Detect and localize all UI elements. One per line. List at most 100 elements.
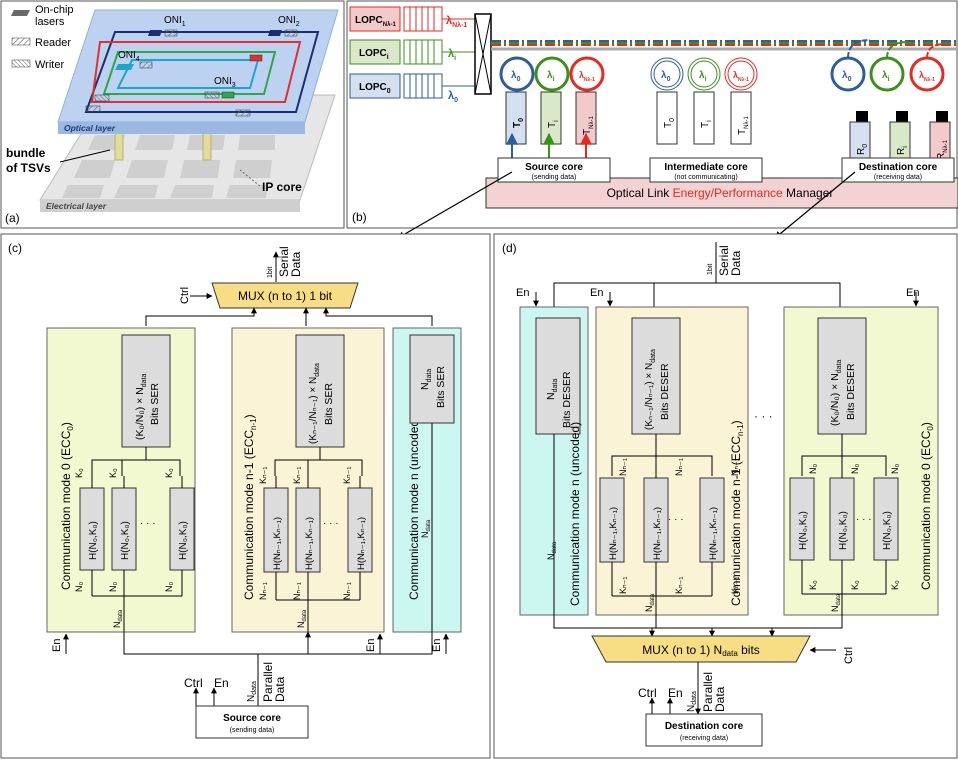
ser-block-n-line1: Ndata	[419, 369, 433, 390]
svg-text:λi: λi	[882, 70, 890, 83]
ser-block-n-line2: Bits SER	[435, 366, 447, 408]
waveguide-cyan	[116, 59, 260, 89]
en-bottom-label-d: En	[668, 686, 683, 700]
deser-block-n-line2: Bits DESER	[561, 371, 573, 428]
deser-block-n1	[631, 317, 681, 435]
svg-text:K₀: K₀	[108, 468, 118, 478]
destination-core-box-d	[645, 713, 763, 747]
lopc-i	[349, 39, 401, 65]
svg-text:N₀: N₀	[164, 582, 174, 592]
oni4-label: ONI	[118, 50, 136, 61]
ndata-mode0-c: Ndata	[112, 609, 124, 628]
electrical-layer-label: Electrical layer	[46, 201, 107, 211]
svg-text:ONI2: ONI2	[278, 15, 300, 28]
svg-text:LOPCi: LOPCi	[359, 48, 389, 61]
svg-text:T0: T0	[663, 118, 676, 128]
panel-c-label: (c)	[8, 241, 22, 255]
serial-label-c: Serial	[277, 246, 291, 277]
arrow-b-to-d	[774, 171, 856, 239]
en-label-mode0-d: En	[906, 287, 919, 299]
svg-text:H(Nₙ₋₁,Kₙ₋₁): H(Nₙ₋₁,Kₙ₋₁)	[356, 517, 367, 570]
en-label-moden: En	[431, 639, 443, 652]
en-label-moden-d: En	[516, 287, 529, 299]
svg-text:N₀: N₀	[850, 464, 860, 474]
svg-text:ONI3: ONI3	[214, 76, 236, 89]
source-transmitters: T0 Ti TNλ-1	[505, 91, 597, 158]
deser-block-n1-line2: Bits DESER	[659, 363, 671, 420]
legend-reader-icon	[11, 37, 31, 46]
parallel-label-c: Parallel	[261, 662, 275, 702]
svg-text:H(N₀,K₀): H(N₀,K₀)	[178, 521, 189, 560]
parallel-label-d: Parallel	[701, 672, 715, 712]
ndata-parallel-d: Ndata	[686, 691, 698, 712]
mode0-to-mux	[145, 307, 257, 322]
serial-data-label-d: Data	[729, 250, 743, 276]
svg-text:Kₙ₋₁: Kₙ₋₁	[342, 467, 352, 484]
svg-text:H(Nₙ₋₁,Kₙ₋₁): H(Nₙ₋₁,Kₙ₋₁)	[608, 507, 619, 560]
laser-2	[268, 30, 282, 36]
svg-text:H(Nₙ₋₁,Kₙ₋₁): H(Nₙ₋₁,Kₙ₋₁)	[304, 517, 315, 570]
svg-text:Kₙ₋₁: Kₙ₋₁	[258, 467, 268, 484]
svg-text:λNλ-1: λNλ-1	[579, 70, 595, 83]
serial-data-label-c: Data	[289, 251, 303, 277]
svg-text:K₀: K₀	[74, 468, 84, 478]
svg-text:· · ·: · · ·	[140, 518, 156, 529]
svg-text:LOPC0: LOPC0	[359, 82, 391, 95]
destination-core-sub-b: (receiving data)	[874, 174, 922, 181]
svg-text:λNλ-1: λNλ-1	[919, 70, 935, 83]
en-label-moden1-d: En	[590, 287, 603, 299]
deser-block-n	[535, 317, 581, 435]
oni3-sub: 3	[232, 82, 236, 89]
ser-block-n1-line1: (Kₙ₋₁/Nₙ₋₁) × Ndata	[308, 363, 321, 444]
ser-block-0-line1: (K₀/N₀) × Ndata	[134, 374, 148, 440]
onebit-label-d: 1bit	[707, 264, 714, 275]
tsv-label-line1: bundle	[6, 146, 46, 160]
optical-layer-side	[58, 122, 305, 134]
en-label-mode0: En	[51, 639, 63, 652]
h-blocks-mode0-d: H(N₀,K₀) H(N₀,K₀) H(N₀,K₀) · · · N₀ N₀ N…	[789, 456, 900, 595]
ctrl-label-d: Ctrl	[843, 647, 855, 664]
deser-block-0-line2: Bits DESER	[845, 363, 857, 420]
oni4-sub: 4	[136, 56, 140, 63]
svg-text:H(Nₙ₋₁,Kₙ₋₁): H(Nₙ₋₁,Kₙ₋₁)	[272, 517, 283, 570]
optical-layer-label: Optical layer	[64, 123, 116, 133]
intermediate-transmitters: T0 Ti TNλ-1	[656, 91, 752, 145]
waveguide-red	[90, 41, 302, 103]
oni3-label: ONI	[214, 76, 232, 87]
lopc-n	[349, 6, 401, 32]
panel-a-label: (a)	[5, 211, 20, 225]
h-blocks-moden1-d: H(Nₙ₋₁,Kₙ₋₁) H(Nₙ₋₁,Kₙ₋₁) H(Nₙ₋₁,Kₙ₋₁) ·…	[599, 456, 740, 597]
svg-text:ONI1: ONI1	[164, 15, 186, 28]
mode0-label-d: Communication mode 0 (ECC0)	[919, 422, 935, 590]
oni1-sub: 1	[182, 21, 186, 28]
deser-block-n-line1: Ndata	[545, 379, 559, 400]
destination-core-box-b	[841, 157, 955, 183]
intermediate-rings: λ0 λi λNλ-1	[650, 57, 758, 91]
crossbar-diag-2	[474, 13, 492, 95]
svg-text:λi: λi	[448, 48, 456, 62]
input-bus-c	[123, 632, 433, 655]
destination-rings: λ0 λi λNλ-1	[830, 39, 946, 92]
svg-text:ONI4: ONI4	[118, 50, 140, 63]
ndata-moden-d: Ndata	[546, 541, 558, 560]
legend-lasers-line1: On-chip	[35, 4, 74, 16]
waveguide-outer	[84, 31, 320, 113]
mode0-label-c: Communication mode 0 (ECC0)	[59, 422, 75, 590]
mux-d	[591, 635, 811, 663]
svg-text:H(N₀,K₀): H(N₀,K₀)	[88, 521, 99, 560]
mux-d-label: MUX (n to 1) Ndata bits	[642, 643, 760, 658]
svg-text:λ0: λ0	[511, 70, 521, 83]
onebit-label-c: 1bit	[267, 267, 274, 278]
electrical-layer-side	[40, 200, 300, 212]
dots-between-d: · · ·	[754, 409, 773, 423]
manager-bar	[485, 177, 958, 209]
svg-text:Nₙ₋₁: Nₙ₋₁	[292, 582, 302, 600]
deser-block-n1-line1: (Kₙ₋₁/Nₙ₋₁) × Ndata	[644, 349, 657, 430]
waveguide-green	[102, 51, 277, 95]
lopc-0	[349, 73, 401, 99]
svg-text:Nₙ₋₁: Nₙ₋₁	[258, 582, 268, 600]
source-core-box-b	[497, 157, 611, 183]
ndata-moden1-d: Ndata	[644, 593, 656, 612]
svg-text:H(Nₙ₋₁,Kₙ₋₁): H(Nₙ₋₁,Kₙ₋₁)	[652, 507, 663, 560]
intermediate-core-sub: (not communicating)	[674, 174, 737, 181]
